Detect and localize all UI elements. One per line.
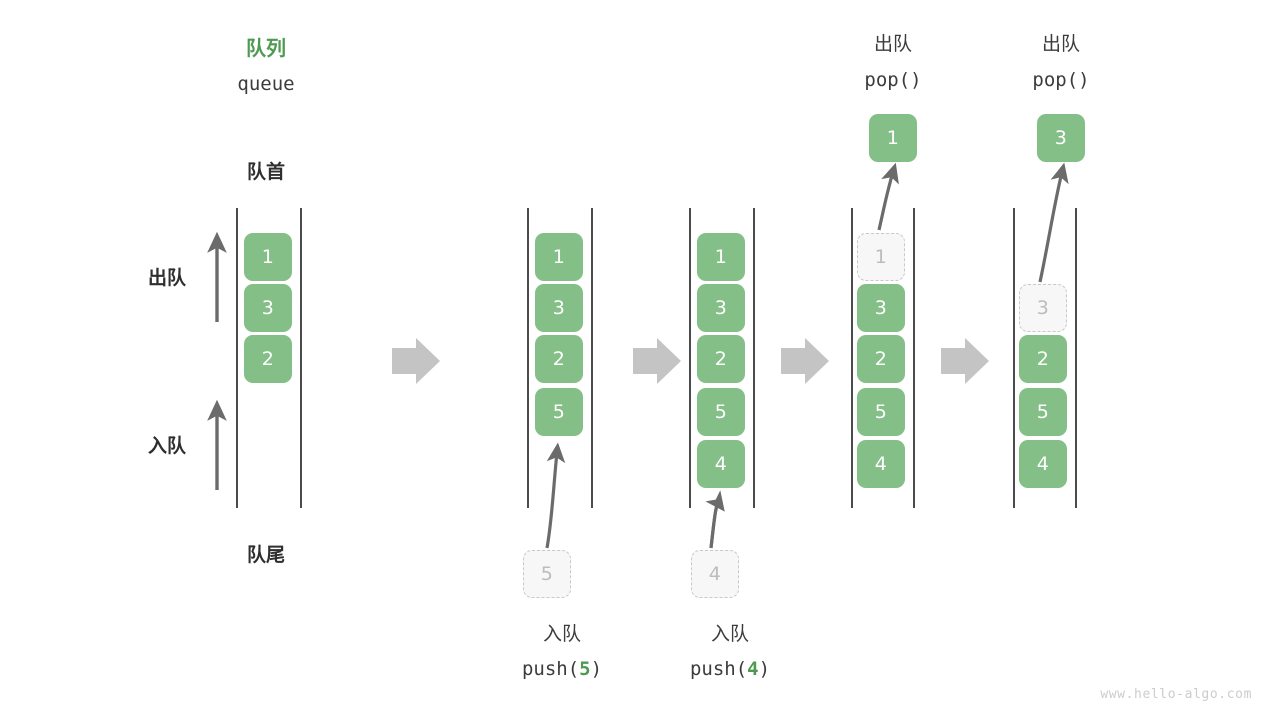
cell-value: 4	[714, 452, 728, 475]
queue-cell: 3	[535, 284, 583, 332]
rail-left-col4	[851, 208, 853, 508]
rail-left-col5	[1013, 208, 1015, 508]
pop-caption-cn-col4: 出队	[873, 33, 913, 55]
queue-cell: 5	[1019, 388, 1067, 436]
pop-caption-cn-col5: 出队	[1041, 33, 1081, 55]
push-caption-cn-col3: 入队	[710, 623, 750, 645]
queue-cell-removed: 1	[857, 233, 905, 281]
rear-label: 队尾	[246, 544, 286, 566]
queue-cell: 1	[244, 233, 292, 281]
rail-left-col2	[527, 208, 529, 508]
cell-value: 1	[552, 245, 566, 268]
cell-value: 5	[874, 400, 888, 423]
cell-value: 1	[874, 245, 888, 268]
push-arrow-col2-icon	[545, 442, 566, 549]
queue-cell: 5	[697, 388, 745, 436]
pop-caption-code-col5: pop()	[1032, 69, 1090, 91]
cell-value: 3	[714, 296, 728, 319]
pop-arrow-col5-icon	[1038, 162, 1069, 283]
cell-value: 1	[886, 126, 900, 149]
flow-arrow-2-icon	[633, 338, 681, 384]
pop-caption-code-col4: pop()	[864, 69, 922, 91]
cell-value: 5	[1036, 400, 1050, 423]
queue-cell: 4	[697, 440, 745, 488]
popped-cell-col5: 3	[1037, 114, 1085, 162]
queue-cell: 5	[535, 388, 583, 436]
cell-value: 2	[1036, 347, 1050, 370]
cell-value: 2	[552, 347, 566, 370]
popped-cell-col4: 1	[869, 114, 917, 162]
queue-cell: 2	[1019, 335, 1067, 383]
push-caption-cn-col2: 入队	[542, 623, 582, 645]
cell-value: 3	[552, 296, 566, 319]
cell-value: 2	[874, 347, 888, 370]
cell-value: 3	[874, 296, 888, 319]
pop-arrow-col4-icon	[877, 162, 899, 231]
rail-left-col3	[689, 208, 691, 508]
queue-cell-removed: 3	[1019, 284, 1067, 332]
rail-right-col5	[1075, 208, 1077, 508]
enqueue-direction-label: 入队	[148, 435, 187, 457]
cell-value: 2	[714, 347, 728, 370]
push-caption-code-col3: push(4)	[689, 658, 771, 680]
queue-title-cn: 队列	[246, 36, 286, 60]
rail-right-col2	[591, 208, 593, 508]
flow-arrow-1-icon	[392, 338, 440, 384]
queue-cell: 3	[244, 284, 292, 332]
cell-value: 2	[261, 347, 275, 370]
push-caption-code-col2: push(5)	[521, 658, 603, 680]
rail-right-col3	[753, 208, 755, 508]
dequeue-direction-label: 出队	[148, 267, 187, 289]
push-arg: 5	[579, 658, 591, 680]
queue-cell: 4	[857, 440, 905, 488]
queue-cell: 3	[857, 284, 905, 332]
queue-title-en: queue	[237, 73, 295, 95]
watermark: www.hello-algo.com	[1100, 687, 1252, 702]
push-arrow-col3-icon	[705, 490, 725, 549]
cell-value: 1	[261, 245, 275, 268]
incoming-cell-ghost: 4	[691, 550, 739, 598]
queue-cell: 3	[697, 284, 745, 332]
queue-cell: 2	[697, 335, 745, 383]
rail-left-col1	[236, 208, 238, 508]
front-label: 队首	[246, 161, 286, 183]
cell-value: 5	[540, 562, 554, 585]
queue-cell: 2	[535, 335, 583, 383]
cell-value: 3	[261, 296, 275, 319]
queue-cell: 5	[857, 388, 905, 436]
queue-cell: 4	[1019, 440, 1067, 488]
push-arg: 4	[747, 658, 759, 680]
cell-value: 4	[874, 452, 888, 475]
cell-value: 1	[714, 245, 728, 268]
rail-right-col1	[300, 208, 302, 508]
cell-value: 5	[714, 400, 728, 423]
cell-value: 4	[708, 562, 722, 585]
flow-arrow-4-icon	[941, 338, 989, 384]
cell-value: 3	[1054, 126, 1068, 149]
cell-value: 3	[1036, 296, 1050, 319]
cell-value: 4	[1036, 452, 1050, 475]
incoming-cell-ghost: 5	[523, 550, 571, 598]
cell-value: 5	[552, 400, 566, 423]
queue-cell: 2	[244, 335, 292, 383]
queue-cell: 2	[857, 335, 905, 383]
rail-right-col4	[913, 208, 915, 508]
flow-arrow-3-icon	[781, 338, 829, 384]
queue-cell: 1	[535, 233, 583, 281]
queue-cell: 1	[697, 233, 745, 281]
